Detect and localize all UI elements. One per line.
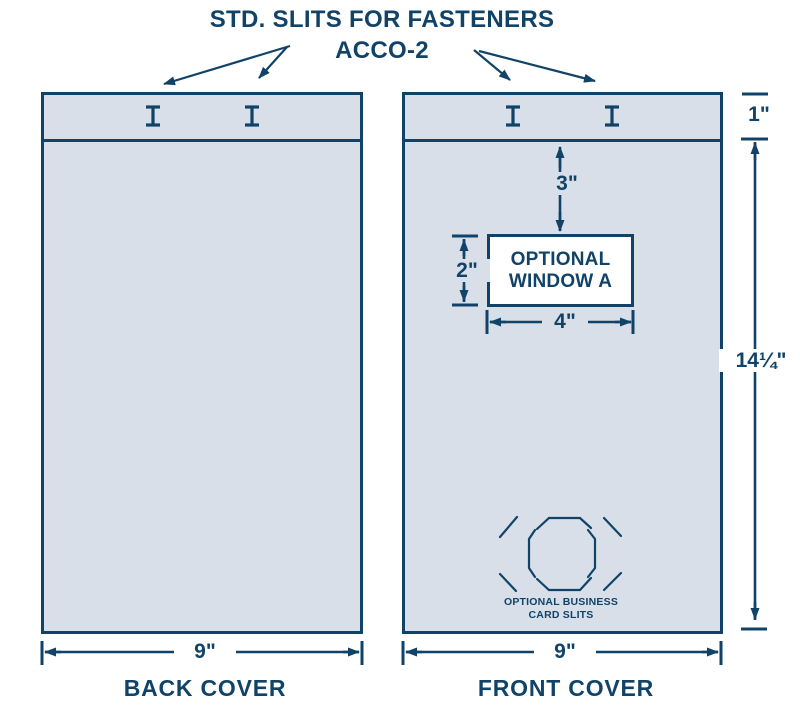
dim-label-strip-height: 1": [734, 103, 784, 127]
fastener-slit: [146, 105, 160, 127]
dim-label-back-width: 9": [174, 640, 236, 664]
dim-right-heights: [741, 92, 768, 631]
slit-diagonal-bottom-left: [498, 572, 518, 593]
arrow-to-back-slit-right: [258, 46, 288, 79]
fastener-slit: [245, 105, 259, 127]
fastener-slit: [506, 105, 520, 127]
back-cover-panel: [41, 92, 363, 634]
arrow-to-front-slit-right: [478, 49, 596, 83]
title-callout-arrows: [163, 44, 596, 86]
window-label-line1: OPTIONAL: [510, 248, 611, 270]
business-card-slits-pattern: [498, 515, 623, 593]
arrow-to-front-slit-left: [473, 49, 511, 81]
diagram-title-line1: STD. SLITS FOR FASTENERS: [209, 6, 555, 33]
window-label-line2: WINDOW A: [508, 270, 613, 292]
slit-diagonal-top-right: [602, 516, 623, 538]
front-cover-fastener-strip: [405, 95, 720, 142]
fastener-slits: [146, 105, 619, 127]
slit-bracket-right: [586, 528, 597, 579]
dim-label-window-height: 2": [444, 259, 490, 283]
back-cover-caption: BACK COVER: [123, 675, 287, 701]
fastener-slit: [605, 105, 619, 127]
dim-label-window-offset: 3": [544, 172, 590, 196]
arrow-to-back-slit-left: [163, 44, 291, 86]
dim-label-window-width: 4": [542, 310, 588, 334]
business-card-caption-line1: OPTIONAL BUSINESS: [503, 596, 619, 608]
diagram-title-line2: ACCO-2: [335, 37, 429, 64]
business-card-caption-line2: CARD SLITS: [528, 609, 594, 621]
slit-diagonal-top-left: [498, 515, 519, 539]
front-cover-caption: FRONT COVER: [477, 675, 655, 701]
slit-bracket-top: [535, 516, 593, 531]
slit-bracket-bottom: [535, 576, 593, 592]
dim-label-front-width: 9": [534, 640, 596, 664]
dim-label-body-height: 14¼": [719, 349, 800, 373]
slit-bracket-left: [527, 528, 537, 579]
back-cover-fastener-strip: [44, 95, 360, 142]
slit-diagonal-bottom-right: [602, 571, 623, 592]
